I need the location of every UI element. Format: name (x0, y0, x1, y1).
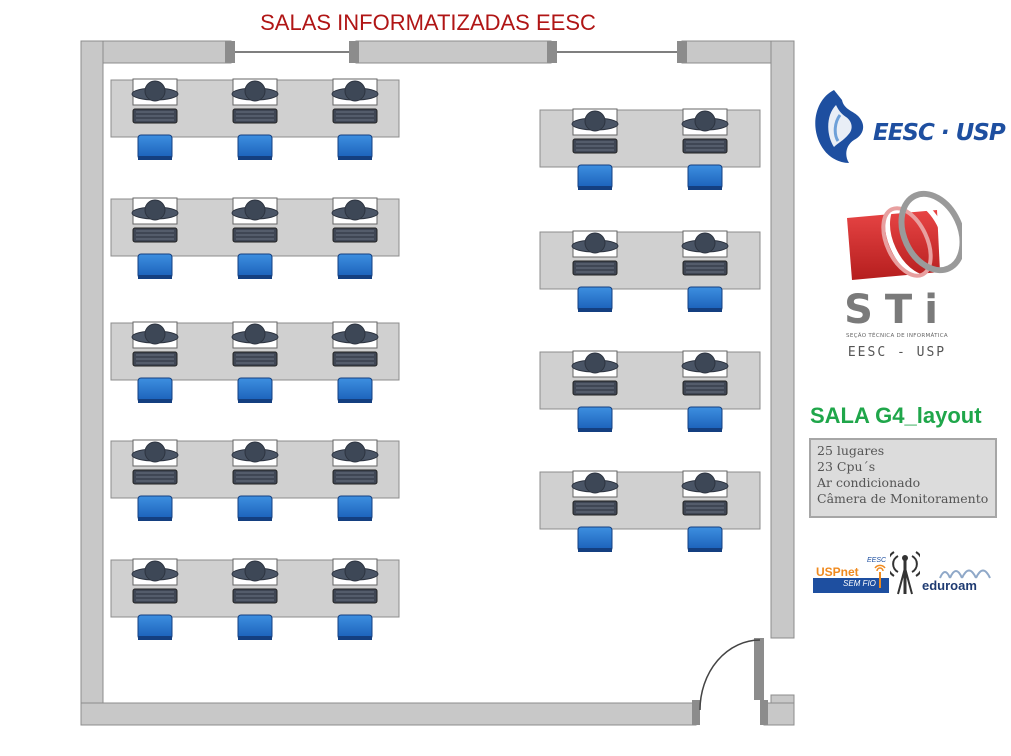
workstation (331, 558, 379, 640)
workstation (231, 78, 279, 160)
desk-groups (110, 78, 761, 640)
eduroam-waves-icon (939, 569, 991, 579)
eesc-helmet-icon (815, 90, 864, 163)
info-camera: Câmera de Monitoramento (817, 491, 989, 506)
workstation (231, 439, 279, 521)
desk-group-left-4 (110, 439, 400, 521)
uspnet-label: USPnet (816, 565, 859, 579)
workstation (571, 350, 619, 432)
wall-bottom (80, 702, 697, 726)
workstation (331, 78, 379, 160)
wall-top-middle (355, 40, 552, 64)
desk-group-right-1 (539, 108, 761, 190)
workstation (681, 230, 729, 312)
wall-left (80, 40, 104, 726)
workstation (331, 321, 379, 403)
sti-eesc-usp: EESC - USP (847, 345, 947, 360)
workstation (571, 230, 619, 312)
wall-right-upper (770, 40, 795, 639)
sti-subtitle: SEÇÃO TÉCNICA DE INFORMÁTICA (846, 333, 948, 339)
workstation (131, 78, 179, 160)
workstation (331, 197, 379, 279)
uspnet-wifi-logo (813, 558, 889, 594)
door (692, 638, 768, 725)
desk-group-left-5 (110, 558, 400, 640)
info-seats: 25 lugares (817, 443, 885, 458)
uspnet-sem-fio: SEM FIO (843, 579, 876, 588)
workstation (231, 558, 279, 640)
workstation (231, 321, 279, 403)
uspnet-tag: EESC (867, 557, 887, 564)
sti-logo-icon (847, 190, 962, 281)
layout-title: SALA G4_layout (810, 403, 982, 428)
room-info-box: 25 lugares 23 Cpu´s Ar condicionado Câme… (809, 438, 997, 518)
eesc-usp-logo-text: EESC · USP (873, 120, 1006, 146)
wall-bottom-right (763, 702, 795, 726)
windows (225, 41, 687, 63)
desk-group-right-4 (539, 470, 761, 552)
workstation (131, 558, 179, 640)
info-air: Ar condicionado (817, 475, 921, 490)
workstation (131, 321, 179, 403)
workstation (681, 350, 729, 432)
page-title: SALAS INFORMATIZADAS EESC (260, 10, 596, 35)
workstation (231, 197, 279, 279)
workstation (131, 439, 179, 521)
wifi-antenna-icon (890, 551, 920, 595)
workstation (331, 439, 379, 521)
workstation (681, 108, 729, 190)
workstation (681, 470, 729, 552)
eduroam-logo-text: eduroam (922, 578, 977, 593)
desk-group-left-3 (110, 321, 400, 403)
sti-logo-text: STi (844, 287, 950, 333)
room-walls (80, 40, 795, 726)
desk-group-right-2 (539, 230, 761, 312)
desk-group-left-2 (110, 197, 400, 279)
workstation (571, 470, 619, 552)
desk-group-left-1 (110, 78, 400, 160)
workstation (131, 197, 179, 279)
workstation (571, 108, 619, 190)
info-cpus: 23 Cpu´s (817, 459, 876, 474)
desk-group-right-3 (539, 350, 761, 432)
